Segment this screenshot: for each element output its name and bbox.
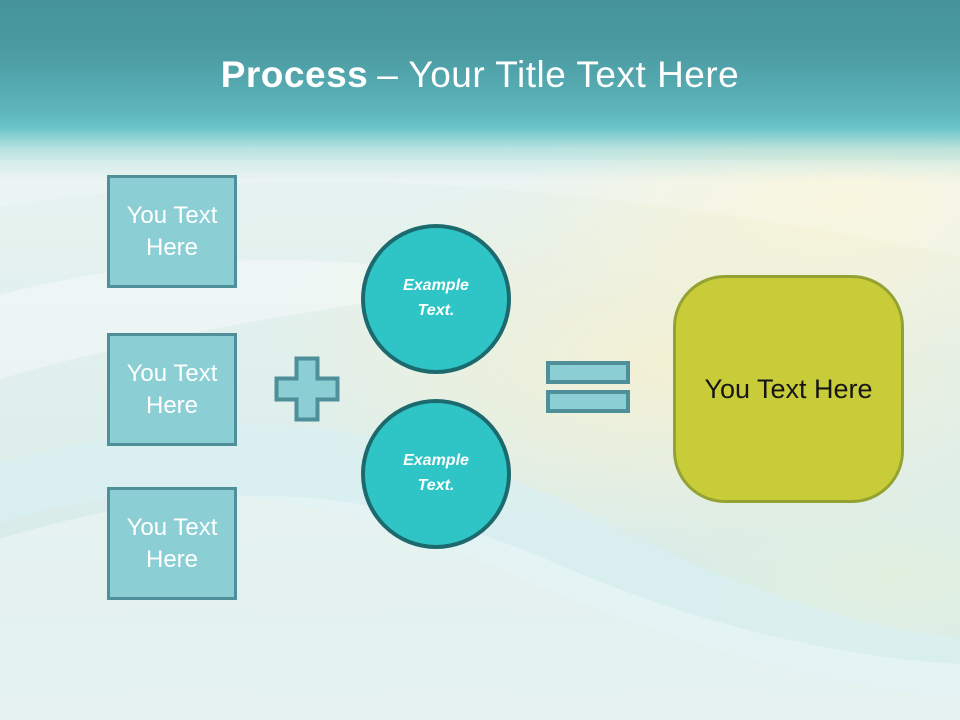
result-box-label: You Text Here [704, 373, 873, 404]
title-subtitle: – Your Title Text Here [377, 54, 740, 95]
input-box-1: You Text Here [107, 175, 237, 288]
input-box-2: You Text Here [107, 333, 237, 446]
example-circle-1-label: Example Text. [403, 277, 469, 319]
input-box-3-label: You Text Here [126, 513, 218, 573]
example-circle-2: Example Text. [361, 399, 511, 549]
input-box-3: You Text Here [107, 487, 237, 600]
result-box: You Text Here [673, 275, 904, 503]
example-circle-1: Example Text. [361, 224, 511, 374]
plus-icon [274, 356, 340, 422]
header-gradient-band [0, 0, 960, 180]
example-circle-2-label: Example Text. [403, 452, 469, 494]
input-box-2-label: You Text Here [126, 359, 218, 419]
input-box-1-label: You Text Here [126, 201, 218, 261]
title-keyword: Process [220, 54, 369, 95]
equals-icon [546, 361, 630, 413]
slide-title: Process– Your Title Text Here [0, 54, 960, 96]
